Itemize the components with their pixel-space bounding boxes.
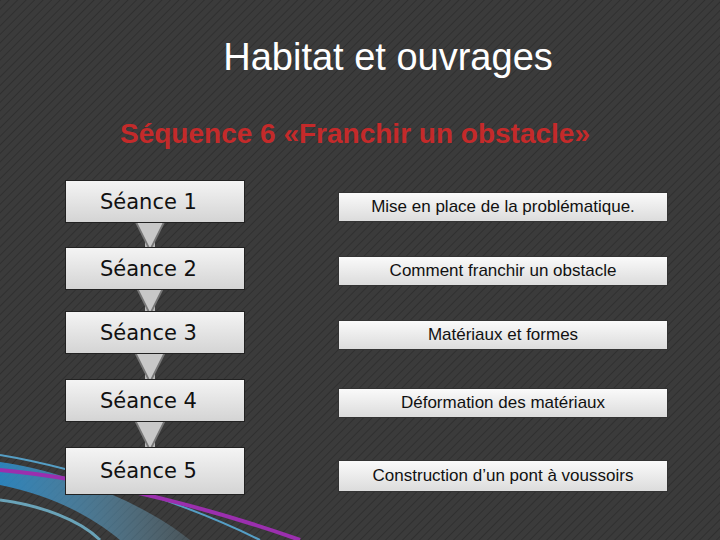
box-text: Comment franchir un obstacle <box>390 261 617 281</box>
down-arrow <box>145 223 155 247</box>
box-text: Déformation des matériaux <box>401 393 605 413</box>
box-text: Séance 5 <box>100 459 197 483</box>
session-box: Séance 2 <box>65 247 245 290</box>
topic-box: Comment franchir un obstacle <box>338 256 668 286</box>
topic-box: Construction d’un pont à voussoirs <box>338 460 668 492</box>
session-box: Séance 1 <box>65 180 245 223</box>
session-box: Séance 4 <box>65 379 245 422</box>
session-box: Séance 5 <box>65 447 245 495</box>
box-text: Construction d’un pont à voussoirs <box>373 466 634 486</box>
down-arrow <box>145 290 155 311</box>
session-box: Séance 3 <box>65 311 245 354</box>
box-text: Séance 3 <box>100 321 197 345</box>
corner-swoosh <box>0 455 300 540</box>
topic-box: Mise en place de la problématique. <box>338 192 668 222</box>
down-arrow <box>145 354 155 379</box>
sequence-heading: Séquence 6 «Franchir un obstacle» <box>0 118 710 150</box>
topic-box: Déformation des matériaux <box>338 388 668 418</box>
topic-box: Matériaux et formes <box>338 320 668 350</box>
box-text: Séance 2 <box>100 257 197 281</box>
box-text: Séance 4 <box>100 389 197 413</box>
down-arrow <box>145 422 155 447</box>
box-text: Séance 1 <box>100 190 197 214</box>
box-text: Matériaux et formes <box>428 325 578 345</box>
slide-title: Habitat et ouvrages <box>0 36 720 79</box>
box-text: Mise en place de la problématique. <box>371 197 635 217</box>
